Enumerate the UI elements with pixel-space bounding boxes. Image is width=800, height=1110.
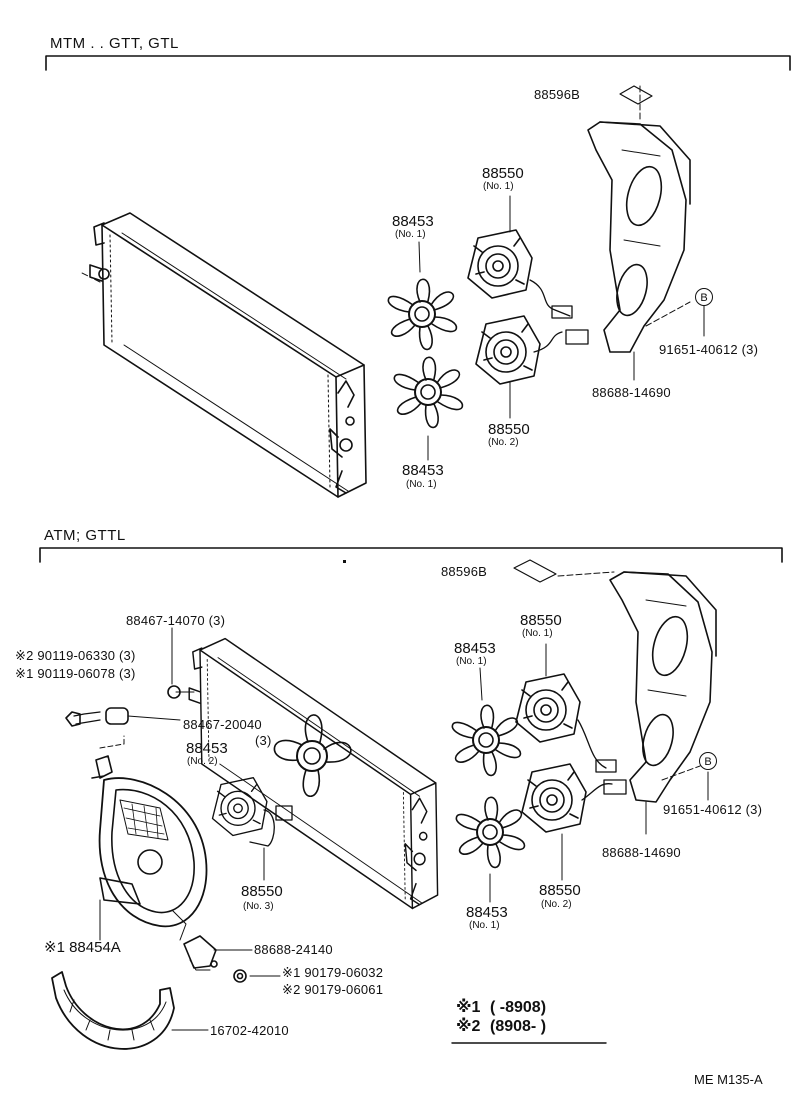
bottom-section-header: ATM; GTTL xyxy=(44,527,126,544)
fan5-no: (No. 1) xyxy=(469,920,500,931)
top-fan1-part: 88453 xyxy=(392,213,434,230)
top-fan1-no: (No. 1) xyxy=(395,229,426,240)
top-callout-b: B xyxy=(695,288,713,306)
shroud2-part: ※1 88454A xyxy=(44,939,121,956)
bottom-tape-part: 88596B xyxy=(441,564,488,579)
top-shroud-part: 88688-14690 xyxy=(592,385,671,400)
note1-range: ( -8908) xyxy=(490,999,547,1016)
top-tape-part: 88596B xyxy=(534,87,581,102)
nut2-part: ※2 90179-06061 xyxy=(282,982,384,997)
note2-mark: ※2 xyxy=(456,1018,481,1035)
fan3-no: (No. 2) xyxy=(187,756,218,767)
top-motor1-part: 88550 xyxy=(482,165,524,182)
fan4-part: 88453 xyxy=(454,640,496,657)
screw1-part: ※1 90119-06078 (3) xyxy=(15,666,136,681)
top-motor2-no: (No. 2) xyxy=(488,437,519,448)
note1-mark: ※1 xyxy=(456,999,481,1016)
grommet1-part: 88467-14070 (3) xyxy=(126,613,226,628)
grommet2-qty: (3) xyxy=(255,733,272,748)
grommet2-part: 88467-20040 xyxy=(183,717,262,732)
band-part: 16702-42010 xyxy=(210,1023,289,1038)
top-motor1-no: (No. 1) xyxy=(483,181,514,192)
fan4-no: (No. 1) xyxy=(456,656,487,667)
bottom-shroud-part: 88688-14690 xyxy=(602,845,681,860)
nut1-part: ※1 90179-06032 xyxy=(282,965,384,980)
motor4-no: (No. 1) xyxy=(522,628,553,639)
motor4-part: 88550 xyxy=(520,612,562,629)
fan5-part: 88453 xyxy=(466,904,508,921)
motor5-part: 88550 xyxy=(539,882,581,899)
top-bolt-part: 91651-40612 (3) xyxy=(659,342,759,357)
screw2-part: ※2 90119-06330 (3) xyxy=(15,648,136,663)
bottom-callout-b: B xyxy=(699,752,717,770)
drawing-code: ME M135-A xyxy=(694,1072,763,1087)
note2-range: (8908- ) xyxy=(490,1018,547,1035)
bottom-bolt-part: 91651-40612 (3) xyxy=(663,802,763,817)
motor3-no: (No. 3) xyxy=(243,901,274,912)
fan3-part: 88453 xyxy=(186,740,228,757)
motor5-no: (No. 2) xyxy=(541,899,572,910)
top-motor2-part: 88550 xyxy=(488,421,530,438)
top-fan2-part: 88453 xyxy=(402,462,444,479)
bracket-part: 88688-24140 xyxy=(254,942,333,957)
motor3-part: 88550 xyxy=(241,883,283,900)
top-section-header: MTM . . GTT, GTL xyxy=(50,35,179,52)
top-fan2-no: (No. 1) xyxy=(406,479,437,490)
